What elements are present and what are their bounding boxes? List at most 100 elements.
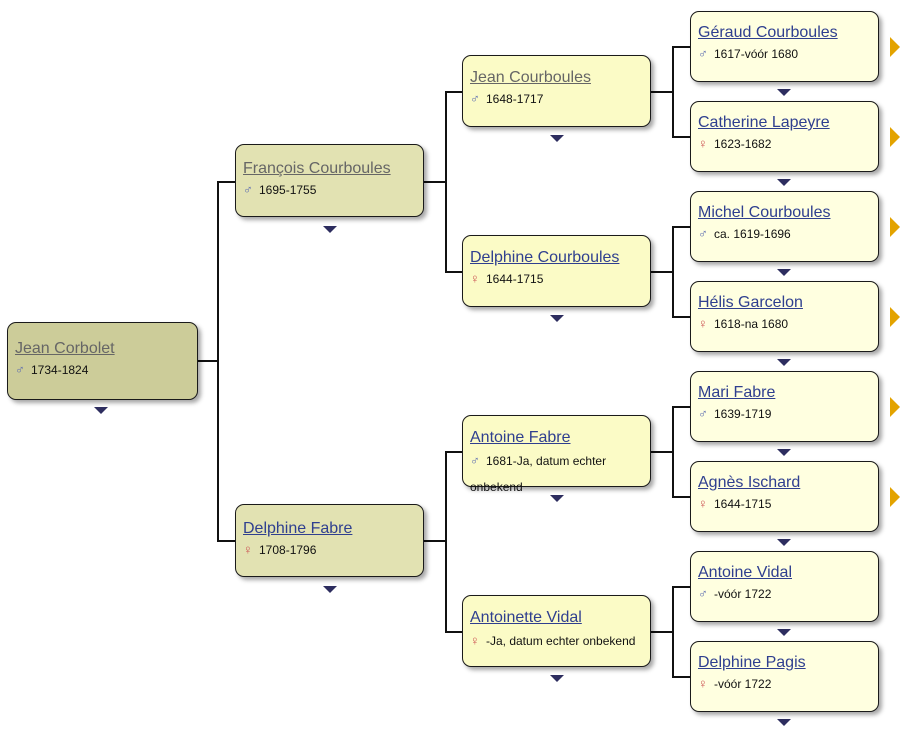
person-name-link[interactable]: Delphine Courboules bbox=[470, 249, 620, 266]
connector-line bbox=[198, 360, 218, 362]
dropdown-triangle-icon[interactable] bbox=[323, 586, 337, 593]
expand-arrow-icon[interactable] bbox=[890, 127, 900, 147]
life-dates: -vóór 1722 bbox=[714, 677, 772, 691]
person-card-antoinette-vidal: Antoinette Vidal ♀ -Ja, datum echter onbek… bbox=[462, 595, 651, 667]
dropdown-triangle-icon[interactable] bbox=[323, 226, 337, 233]
dropdown-triangle-icon[interactable] bbox=[777, 449, 791, 456]
person-card-delphine-courboules: Delphine Courboules ♀ 1644-1715 bbox=[462, 235, 651, 307]
life-dates: -Ja, datum echter onbekend bbox=[486, 634, 636, 648]
connector-line bbox=[672, 46, 691, 48]
dropdown-triangle-icon[interactable] bbox=[550, 495, 564, 502]
dropdown-triangle-icon[interactable] bbox=[777, 269, 791, 276]
person-card-agnes-ischard: Agnès Ischard♀1644-1715 bbox=[690, 461, 879, 532]
person-card-antoine-fabre: Antoine Fabre♂1681-Ja, datum echter onbe… bbox=[462, 415, 651, 494]
connector-line bbox=[672, 226, 674, 318]
life-dates: 1648-1717 bbox=[486, 92, 544, 106]
person-name-link[interactable]: Jean Corbolet bbox=[15, 340, 115, 357]
dropdown-triangle-icon[interactable] bbox=[94, 407, 108, 414]
dropdown-triangle-icon[interactable] bbox=[777, 179, 791, 186]
person-name-link[interactable]: Agnès Ischard bbox=[698, 474, 801, 491]
person-card-delphine-pagis: Delphine Pagis ♀ -vóór 1722 bbox=[690, 641, 879, 712]
connector-line bbox=[672, 136, 691, 138]
dropdown-triangle-icon[interactable] bbox=[777, 89, 791, 96]
male-symbol-icon: ♂ bbox=[15, 362, 25, 377]
connector-line bbox=[672, 226, 691, 228]
connector-line bbox=[424, 181, 446, 183]
life-dates: 1708-1796 bbox=[259, 543, 317, 557]
person-name-link[interactable]: Mari Fabre bbox=[698, 384, 776, 401]
person-info: ♀ -vóór 1722 bbox=[698, 673, 871, 695]
person-name-link[interactable]: Jean Courboules bbox=[470, 69, 591, 86]
connector-line bbox=[672, 406, 674, 498]
person-name-link[interactable]: Delphine Pagis bbox=[698, 654, 806, 671]
expand-arrow-icon[interactable] bbox=[890, 397, 900, 417]
connector-line bbox=[445, 271, 463, 273]
person-card-delphine-fabre: Delphine Fabre♀1708-1796 bbox=[235, 504, 424, 577]
person-card-antoine-vidal: Antoine Vidal ♂ -vóór 1722 bbox=[690, 551, 879, 622]
person-info: ♂1648-1717 bbox=[470, 88, 643, 110]
person-name-link[interactable]: François Courboules bbox=[243, 160, 391, 177]
dropdown-triangle-icon[interactable] bbox=[777, 719, 791, 726]
connector-line bbox=[445, 631, 463, 633]
life-dates: 1695-1755 bbox=[259, 183, 317, 197]
person-card-mari-fabre: Mari Fabre ♂ 1639-1719 bbox=[690, 371, 879, 442]
life-dates: -vóór 1722 bbox=[714, 587, 772, 601]
connector-line bbox=[651, 271, 673, 273]
person-name-link[interactable]: Michel Courboules bbox=[698, 204, 831, 221]
connector-line bbox=[424, 540, 446, 542]
life-dates: 1644-1715 bbox=[486, 272, 544, 286]
connector-line bbox=[672, 46, 674, 138]
person-name-link[interactable]: Géraud Courboules bbox=[698, 24, 838, 41]
person-name-link[interactable]: Antoine Fabre bbox=[470, 429, 571, 446]
person-info: ♂1734-1824 bbox=[15, 359, 190, 381]
connector-line bbox=[672, 586, 691, 588]
person-info: ♂1617-vóór 1680 bbox=[698, 43, 871, 65]
person-info: ♀ 1644-1715 bbox=[470, 268, 643, 290]
expand-arrow-icon[interactable] bbox=[890, 37, 900, 57]
connector-line bbox=[672, 316, 691, 318]
female-symbol-icon: ♀ bbox=[698, 676, 708, 691]
person-name-link[interactable]: Delphine Fabre bbox=[243, 520, 353, 537]
male-symbol-icon: ♂ bbox=[470, 453, 480, 468]
female-symbol-icon: ♀ bbox=[470, 633, 480, 648]
person-info: ♂1695-1755 bbox=[243, 179, 416, 201]
connector-line bbox=[445, 451, 463, 453]
life-dates: ca. 1619-1696 bbox=[714, 227, 791, 241]
person-info: ♀ 1623-1682 bbox=[698, 133, 871, 155]
person-card-jean-corbolet: Jean Corbolet ♂1734-1824 bbox=[7, 322, 198, 400]
dropdown-triangle-icon[interactable] bbox=[777, 629, 791, 636]
dropdown-triangle-icon[interactable] bbox=[550, 315, 564, 322]
person-name-link[interactable]: Antoine Vidal bbox=[698, 564, 792, 581]
person-name-link[interactable]: Antoinette Vidal bbox=[470, 609, 582, 626]
life-dates: 1644-1715 bbox=[714, 497, 772, 511]
male-symbol-icon: ♂ bbox=[698, 586, 708, 601]
connector-line bbox=[445, 91, 447, 273]
life-dates: 1617-vóór 1680 bbox=[714, 47, 799, 61]
connector-line bbox=[651, 451, 673, 453]
expand-arrow-icon[interactable] bbox=[890, 307, 900, 327]
connector-line bbox=[651, 631, 673, 633]
connector-line bbox=[217, 181, 236, 183]
connector-line bbox=[217, 181, 219, 542]
person-info: ♀1618-na 1680 bbox=[698, 313, 871, 335]
female-symbol-icon: ♀ bbox=[470, 271, 480, 286]
life-dates: 1623-1682 bbox=[714, 137, 772, 151]
life-dates: 1639-1719 bbox=[714, 407, 772, 421]
person-name-link[interactable]: Hélis Garcelon bbox=[698, 294, 803, 311]
expand-arrow-icon[interactable] bbox=[890, 217, 900, 237]
dropdown-triangle-icon[interactable] bbox=[550, 135, 564, 142]
connector-line bbox=[445, 91, 463, 93]
dropdown-triangle-icon[interactable] bbox=[550, 675, 564, 682]
expand-arrow-icon[interactable] bbox=[890, 487, 900, 507]
person-card-geraud-courboules: Géraud Courboules ♂1617-vóór 1680 bbox=[690, 11, 879, 82]
person-info: ♂1681-Ja, datum echter onbekend bbox=[470, 448, 643, 500]
life-dates: 1618-na 1680 bbox=[714, 317, 789, 331]
dropdown-triangle-icon[interactable] bbox=[777, 539, 791, 546]
person-name-link[interactable]: Catherine Lapeyre bbox=[698, 114, 830, 131]
person-card-helis-garcelon: Hélis Garcelon ♀1618-na 1680 bbox=[690, 281, 879, 352]
connector-line bbox=[672, 586, 674, 678]
female-symbol-icon: ♀ bbox=[698, 136, 708, 151]
connector-line bbox=[445, 451, 447, 633]
dropdown-triangle-icon[interactable] bbox=[777, 359, 791, 366]
male-symbol-icon: ♂ bbox=[698, 406, 708, 421]
